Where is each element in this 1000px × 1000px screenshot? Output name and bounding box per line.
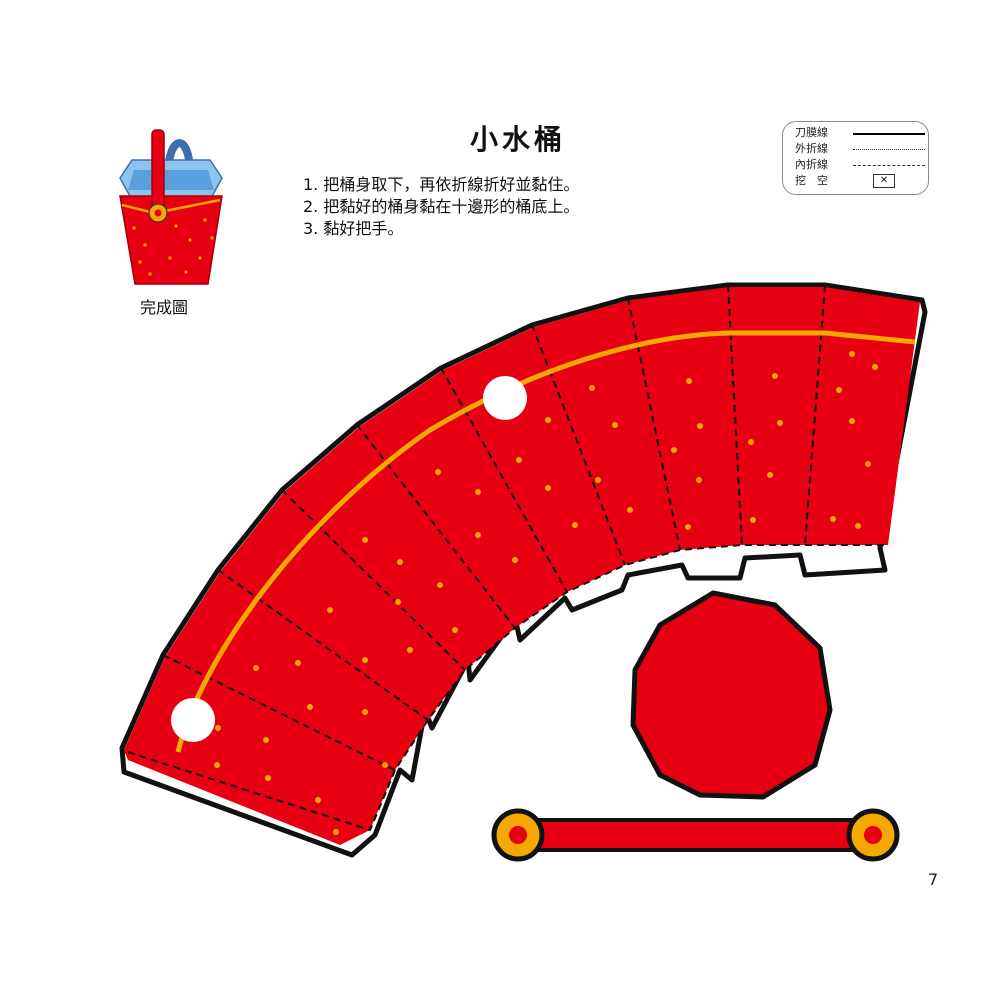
legend-row-cutout: 挖 空 ✕ [795, 174, 895, 188]
legend-label-cutout: 挖 空 [795, 174, 828, 187]
bucket-body-piece [119, 282, 928, 858]
bucket-body-panels [124, 287, 920, 845]
cut-out-box-icon: ✕ [873, 174, 895, 188]
bucket-icon [119, 129, 223, 285]
legend-row-outer-fold: 外折線 [795, 142, 925, 156]
instruction-list: 1. 把桶身取下，再依折線折好並黏住。 2. 把黏好的桶身黏在十邊形的桶底上。 … [303, 174, 579, 240]
bucket-base-piece [630, 590, 833, 800]
instruction-step-3: 3. 黏好把手。 [303, 219, 404, 238]
yellow-stripe [175, 330, 916, 753]
legend-label-outer-fold: 外折線 [795, 142, 828, 155]
legend-row-inner-fold: 內折線 [795, 158, 925, 172]
radial-fold-lines [162, 284, 826, 831]
legend-label-inner-fold: 內折線 [795, 158, 828, 171]
legend-label-cut: 刀膜線 [795, 126, 828, 139]
dash-dot-line-icon [853, 165, 925, 166]
finished-caption: 完成圖 [140, 298, 189, 317]
instruction-step-2: 2. 把黏好的桶身黏在十邊形的桶底上。 [303, 197, 580, 216]
instruction-step-1: 1. 把桶身取下，再依折線折好並黏住。 [303, 175, 580, 194]
solid-line-icon [853, 133, 925, 135]
page-number: 7 [928, 870, 939, 889]
dotted-line-icon [853, 149, 925, 150]
cut-out-hole [171, 698, 215, 742]
cut-out-hole [483, 376, 527, 420]
legend-row-cut: 刀膜線 [795, 126, 925, 140]
polka-dots [214, 351, 878, 835]
handle-piece [491, 808, 900, 862]
line-legend: 刀膜線 外折線 內折線 挖 空 ✕ [782, 121, 929, 195]
page-title: 小水桶 [470, 123, 567, 156]
